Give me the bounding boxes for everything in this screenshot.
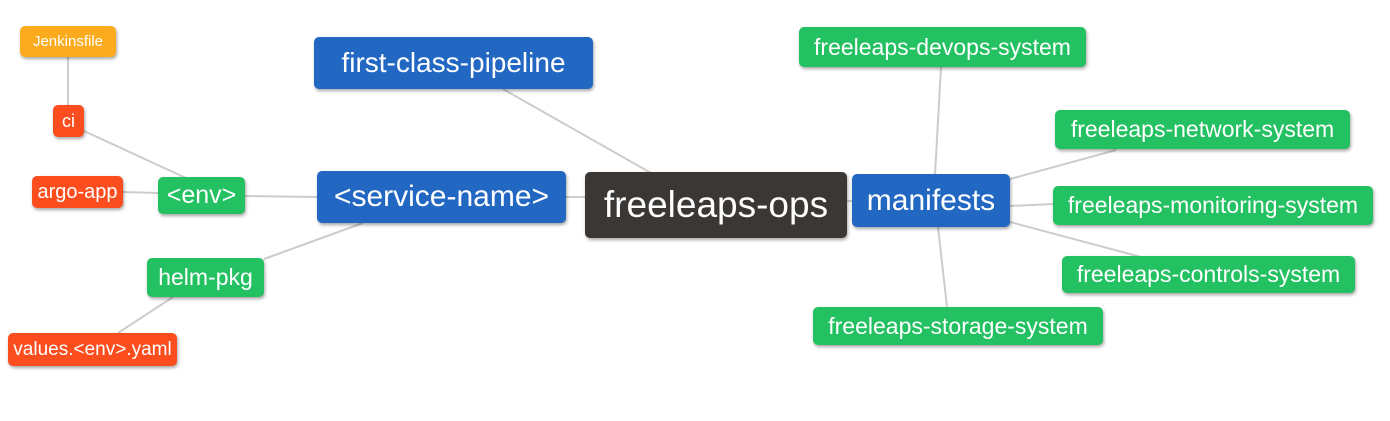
edge-helm-pkg-service-name: [263, 222, 364, 260]
node-helm-pkg[interactable]: helm-pkg: [147, 258, 264, 297]
edge-values-env-yaml-helm-pkg: [117, 296, 174, 334]
node-freeleaps-controls-system[interactable]: freeleaps-controls-system: [1062, 256, 1355, 293]
edge-manifests-freeleaps-network-system: [1009, 149, 1117, 180]
edge-manifests-freeleaps-storage-system: [937, 226, 948, 308]
node-jenkinsfile[interactable]: Jenkinsfile: [20, 26, 116, 57]
node-ci[interactable]: ci: [53, 105, 84, 137]
edge-argo-app-env: [122, 191, 159, 194]
node-env[interactable]: <env>: [158, 177, 245, 214]
edge-ci-env: [83, 130, 187, 179]
node-values-env-yaml[interactable]: values.<env>.yaml: [8, 333, 177, 366]
node-freeleaps-storage-system[interactable]: freeleaps-storage-system: [813, 307, 1103, 345]
node-freeleaps-monitoring-system[interactable]: freeleaps-monitoring-system: [1053, 186, 1373, 225]
node-service-name[interactable]: <service-name>: [317, 171, 566, 223]
node-freeleaps-network-system[interactable]: freeleaps-network-system: [1055, 110, 1350, 149]
node-freeleaps-devops-system[interactable]: freeleaps-devops-system: [799, 27, 1086, 67]
edge-manifests-freeleaps-controls-system: [1009, 221, 1142, 258]
node-freeleaps-ops[interactable]: freeleaps-ops: [585, 172, 847, 238]
edge-manifests-freeleaps-devops-system: [934, 66, 942, 176]
node-manifests[interactable]: manifests: [852, 174, 1010, 227]
node-argo-app[interactable]: argo-app: [32, 176, 123, 208]
edge-manifests-freeleaps-monitoring-system: [1009, 203, 1054, 207]
edge-env-service-name: [244, 195, 318, 198]
node-first-class-pipeline[interactable]: first-class-pipeline: [314, 37, 593, 89]
edge-first-class-pipeline-freeleaps-ops: [502, 88, 652, 174]
